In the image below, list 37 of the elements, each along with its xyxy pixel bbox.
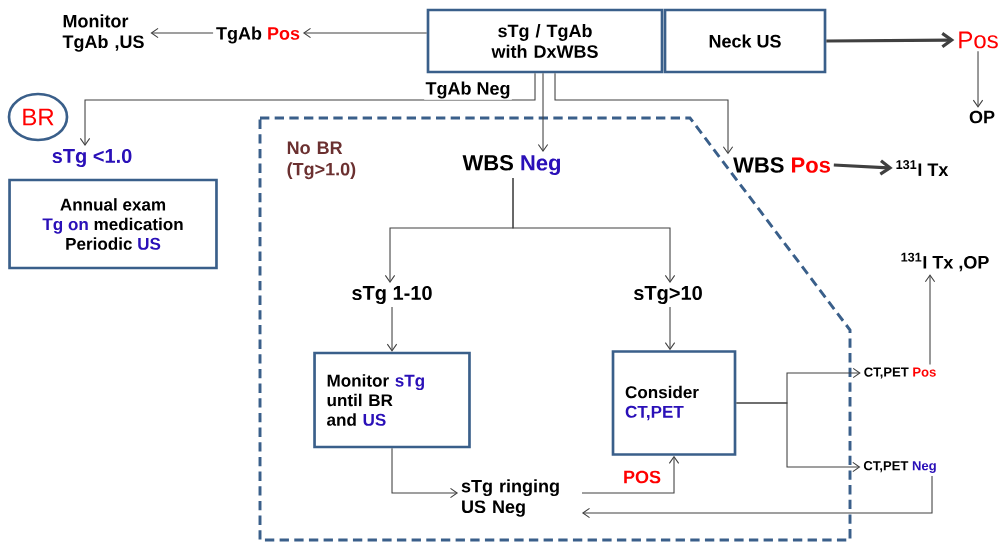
result-text: TgAb Pos [216,26,300,44]
result-text: sTg ringing US Neg [461,479,559,517]
result-text: CT,PET Pos [864,367,936,379]
arrow [537,72,549,153]
edge-label: TgAb Neg [424,80,512,100]
edge-label: POS [621,469,663,485]
arrow [735,402,861,473]
step-text: Monitor TgAb ,US [62,14,144,52]
step-text: $^{131}$I Tx [896,160,949,176]
step-text: OP [969,110,995,124]
arrow [826,32,955,49]
test-box: Neck US [663,8,827,74]
result-text: sTg 1-10 [352,285,432,305]
step-box: Monitor sTg until BR and US [313,351,471,449]
result-text: CT,PET Neg [863,461,936,473]
arrow [150,27,214,39]
step-box: Consider CT,PET [611,350,737,456]
result-text: WBS Neg [462,155,560,175]
plan-box: Annual exam Tg on medication Periodic US [8,178,218,270]
arrow [554,72,734,155]
arrow [79,72,536,146]
arrow [833,159,893,176]
result-text: WBS Pos [733,157,830,173]
arrow [664,306,676,351]
step-text: $^{131}$I Tx ,OP [901,252,989,272]
result-text: Pos [959,31,998,49]
arrow [581,455,680,494]
arrow [302,27,428,39]
result-text: sTg>10 [634,285,702,305]
arrow [391,447,459,499]
arrow [512,177,676,283]
result-text: sTg <1.0 [52,148,132,168]
arrow [924,274,936,366]
test-box: sTg / TgAb with DxWBS [426,8,664,74]
arrow [386,306,398,352]
arrow [972,50,984,108]
arrow [581,475,933,519]
